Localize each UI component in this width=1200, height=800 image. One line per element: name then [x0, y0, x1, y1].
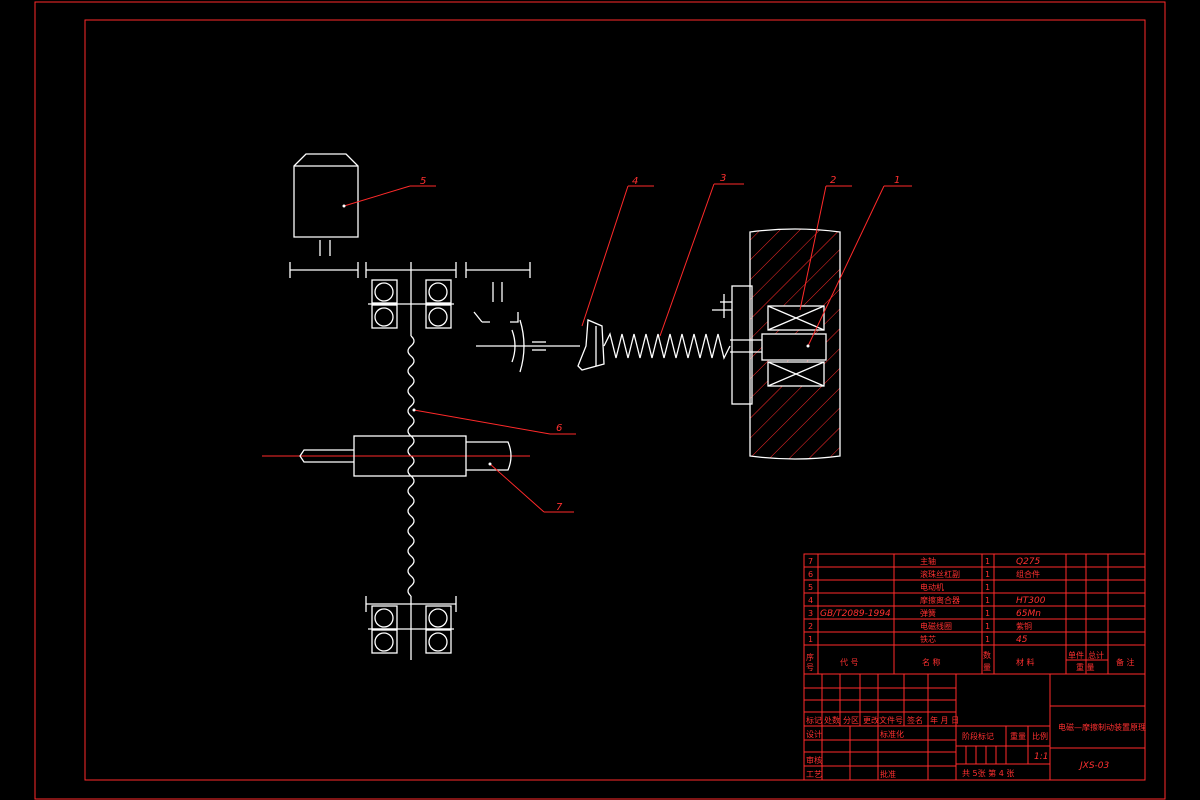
friction-clutch: [577, 319, 605, 371]
parts-material: 紫铜: [1016, 621, 1032, 631]
tb-mark: 标记: [806, 715, 822, 725]
tb-sheets: 共 5张 第 4 张: [962, 768, 1014, 778]
parts-qty: 1: [985, 557, 990, 566]
parts-name: 主轴: [920, 556, 936, 566]
tb-drawing-no: JXS-03: [1078, 761, 1110, 771]
parts-header-weight: 重 量: [1076, 662, 1095, 672]
tb-process: 工艺: [806, 770, 822, 779]
parts-qty: 1: [985, 570, 990, 579]
tb-stage-label: 阶段标记: [962, 731, 994, 741]
parts-header-name: 名 称: [922, 657, 941, 667]
parts-material: 组合件: [1016, 569, 1040, 579]
parts-no: 5: [808, 583, 813, 592]
parts-header-qty: 量: [983, 663, 991, 672]
balloon-4: 4: [632, 176, 638, 187]
tb-zone: 分区: [843, 716, 859, 725]
parts-header-total: 总计: [1088, 650, 1104, 660]
motor: [289, 153, 359, 278]
tb-signature: 签名: [907, 715, 923, 725]
outer-border: [34, 1, 1166, 800]
parts-header-single: 单件: [1068, 650, 1084, 660]
top-bearing-block: [365, 262, 457, 336]
tb-standardize: 标准化: [880, 729, 904, 739]
spindle: [262, 435, 530, 477]
parts-material: HT300: [1016, 596, 1046, 606]
tb-scale: 1:1: [1034, 752, 1048, 762]
parts-header-remark: 备 注: [1116, 657, 1135, 667]
parts-header-no: 序: [806, 652, 814, 662]
tb-design: 设计: [806, 729, 822, 739]
spring: [603, 332, 731, 360]
balloon-3: 3: [720, 173, 726, 184]
parts-qty: 1: [985, 622, 990, 631]
parts-header-material: 材 料: [1016, 657, 1035, 667]
electromagnet-body: [712, 228, 841, 460]
tb-scale-label: 比例: [1032, 731, 1048, 741]
leaders: 5 4 3 2 1 6 7: [342, 173, 912, 513]
parts-name: 弹簧: [920, 608, 936, 618]
parts-qty: 1: [985, 583, 990, 592]
parts-no: 4: [808, 596, 813, 605]
parts-name: 铁芯: [920, 634, 936, 644]
tb-approve: 批准: [880, 769, 896, 779]
bottom-bearing-block: [365, 596, 457, 660]
clutch-coupling: [465, 262, 580, 373]
parts-header-code: 代 号: [840, 657, 859, 667]
balloon-5: 5: [420, 176, 426, 187]
parts-name: 滚珠丝杠副: [920, 569, 960, 579]
parts-code: GB/T2089-1994: [820, 609, 891, 619]
balloon-7: 7: [556, 502, 563, 513]
parts-qty: 1: [985, 609, 990, 618]
balloon-2: 2: [830, 175, 836, 186]
tb-review: 审核: [806, 755, 822, 765]
title-block: 标记 处数 分区 更改文件号 签名 年 月 日 设计 标准化 审核 工艺 批准 …: [803, 673, 1146, 781]
parts-name: 电动机: [920, 582, 944, 592]
balloon-1: 1: [894, 175, 900, 186]
tb-change-doc: 更改文件号: [863, 715, 903, 725]
ball-screw: [407, 335, 415, 597]
parts-no: 7: [808, 557, 813, 566]
tb-weight-label: 重量: [1010, 731, 1026, 741]
parts-header-qty: 数: [983, 650, 991, 660]
parts-no: 3: [808, 609, 813, 618]
parts-header-no: 号: [806, 663, 814, 672]
inner-border: [84, 19, 1146, 781]
parts-no: 2: [808, 622, 813, 631]
parts-name: 电磁线圈: [920, 621, 952, 631]
parts-no: 6: [808, 570, 813, 579]
tb-drawing-title: 电磁—摩擦制动装置原理: [1058, 722, 1146, 732]
parts-material: Q275: [1016, 557, 1041, 567]
parts-material: 65Mn: [1016, 609, 1041, 619]
balloon-6: 6: [556, 423, 562, 434]
parts-material: 45: [1016, 635, 1028, 645]
parts-no: 1: [808, 635, 813, 644]
parts-qty: 1: [985, 596, 990, 605]
parts-qty: 1: [985, 635, 990, 644]
parts-name: 摩擦离合器: [920, 595, 960, 605]
tb-count: 处数: [824, 715, 840, 725]
tb-date: 年 月 日: [930, 715, 959, 725]
